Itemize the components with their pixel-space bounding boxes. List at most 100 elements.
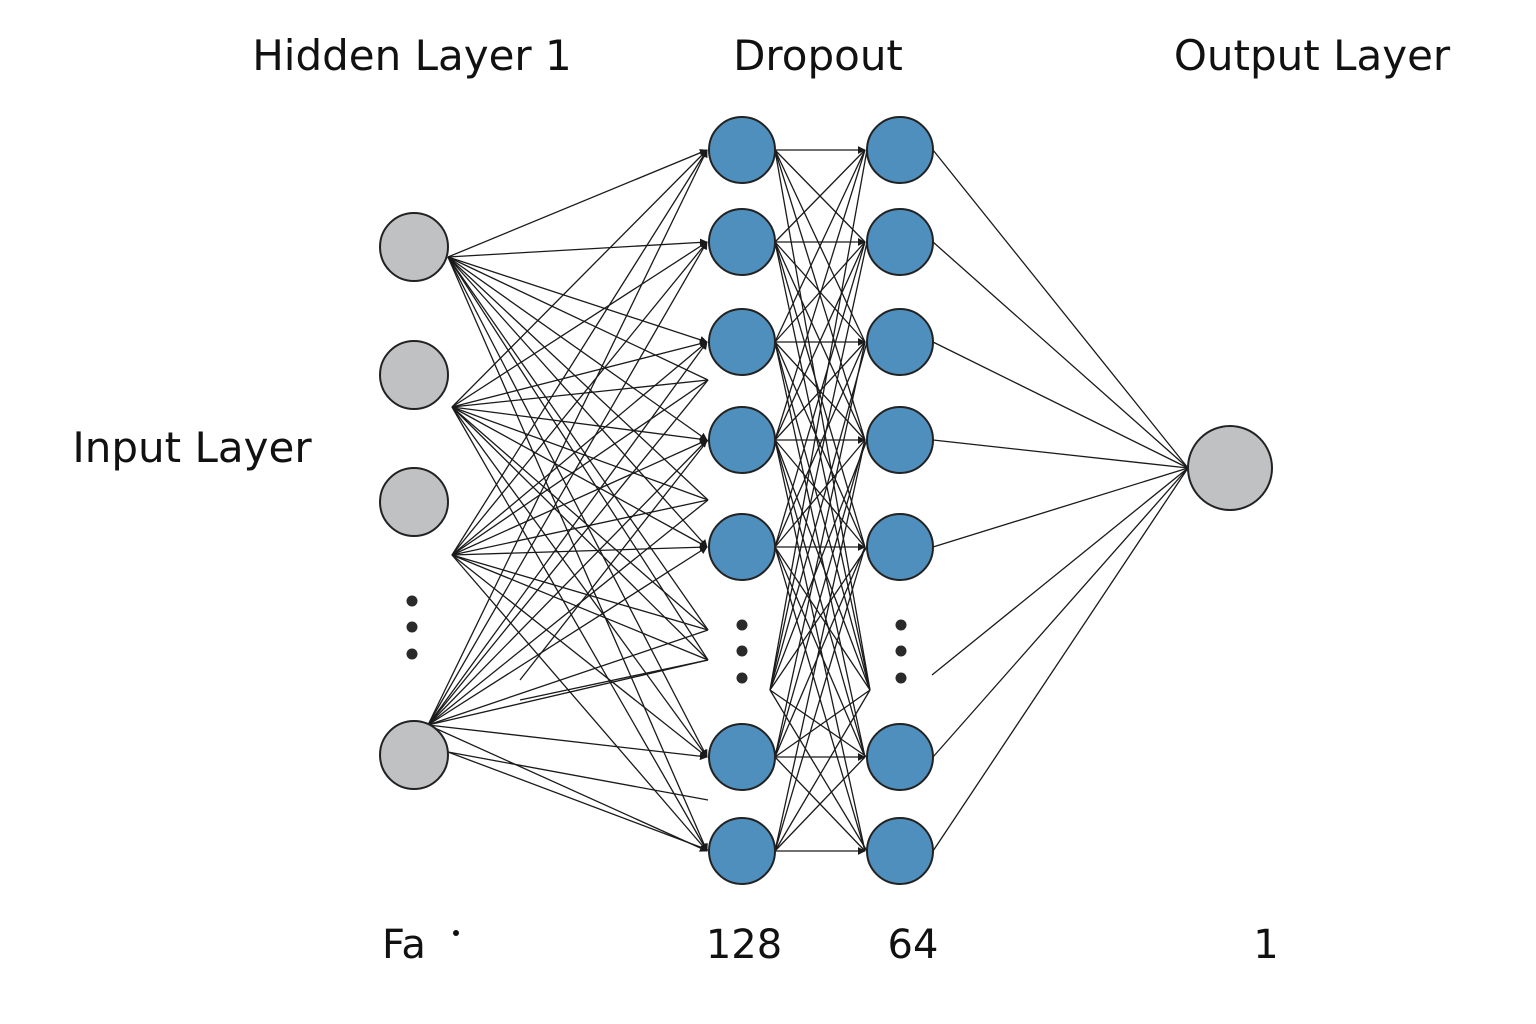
edge-input-0-to-h1-1	[447, 238, 708, 258]
input-layer-title: Input Layer	[72, 423, 312, 472]
edge-input-2-to-h1-0	[451, 149, 708, 556]
edge-h2-6-to-output	[932, 467, 1189, 852]
edge-h2-5-to-output	[932, 467, 1189, 758]
edge-input-1-to-h1-1	[451, 241, 708, 408]
edge-input-0-to-h1-gap-1	[447, 256, 709, 501]
input-node-3	[379, 720, 449, 790]
edge-h1-gap-to-h2-0	[769, 149, 868, 691]
edge-input-3-to-h1-6	[427, 724, 708, 852]
dropout-ellipsis-dot-1	[895, 645, 907, 657]
edge-h1-gap-to-h2-2	[769, 341, 868, 691]
dropout-node-3	[866, 406, 934, 474]
edge-h1-3-to-h2-gap	[774, 439, 871, 691]
input-ellipsis-dot-0	[406, 595, 418, 607]
hidden-1-node-5	[708, 723, 776, 791]
edge-input-2-to-h1-1	[451, 241, 708, 556]
hidden-1-node-2	[708, 308, 776, 376]
edge-input-0-to-h1-gap-0	[447, 256, 709, 381]
edge-input-3-to-h1-0	[427, 149, 708, 726]
edge-h1-3-to-h2-2	[774, 341, 866, 441]
dropout-ellipsis-dot-0	[895, 619, 907, 631]
edge-h1-gap-to-h2-1	[769, 241, 868, 691]
nodes	[379, 116, 1273, 885]
hidden-1-node-3	[708, 406, 776, 474]
edge-h1-2-to-h2-0	[774, 149, 866, 343]
output-layer-title: Output Layer	[1174, 31, 1451, 80]
edge-input-3-lower-b	[447, 751, 709, 851]
edge-input-2-to-h1-3	[451, 439, 708, 556]
edge-h1-4-to-h2-3	[774, 439, 866, 548]
input-node-0	[379, 212, 449, 282]
input-node-1	[379, 340, 449, 410]
edge-input-0-to-h1-2	[447, 256, 708, 344]
edge-input-1-to-h1-gap-1	[451, 406, 709, 501]
edge-input-3-to-h1-4	[427, 546, 708, 726]
edge-h1-6-to-h2-3	[774, 439, 866, 852]
edge-input-0-to-h1-gap-2	[447, 256, 709, 631]
input-count-dot	[453, 930, 459, 936]
hidden-1-ellipsis-dot-1	[736, 645, 748, 657]
edge-h1-6-to-h2-5	[774, 756, 866, 852]
input-node-2	[379, 467, 449, 537]
input-ellipsis-dot-2	[406, 648, 418, 660]
edge-h1-1-to-h2-0	[774, 149, 866, 243]
edge-h2-2-to-output	[932, 341, 1189, 469]
edge-input-3-to-h1-gap-2	[427, 629, 709, 726]
dropout-title: Dropout	[733, 31, 903, 80]
edge-input-2-to-h1-gap-2	[451, 554, 709, 631]
edge-input-2-to-h1-gap-3	[451, 554, 709, 661]
edge-h1-4-to-h2-gap	[774, 546, 871, 691]
edge-input-0-to-h1-3	[447, 256, 708, 441]
edge-input-3-to-h1-5	[427, 724, 708, 761]
dropout-ellipsis-dot-2	[895, 672, 907, 684]
edge-h2-gap-to-output	[931, 467, 1189, 676]
edge-h1-5-to-h2-gap	[774, 689, 871, 758]
connections	[427, 146, 1189, 855]
edge-h1-gap-to-h2-6	[769, 689, 868, 852]
edge-cross-b	[519, 439, 709, 681]
dropout-node-1	[866, 208, 934, 276]
edge-h1-gap-to-h2-3	[769, 439, 868, 691]
hidden-1-node-1	[708, 208, 776, 276]
edge-h1-gap-to-h2-5	[769, 689, 868, 758]
edge-h1-2-to-h2-1	[774, 241, 866, 343]
edge-input-3-to-h1-gap-1	[427, 499, 709, 726]
edge-input-2-to-h1-gap-1	[451, 499, 709, 556]
hidden-1-node-6	[708, 817, 776, 885]
hidden-1-node-0	[708, 116, 776, 184]
edge-input-3-to-h1-2	[427, 341, 708, 726]
dropout-node-2	[866, 308, 934, 376]
hidden-1-ellipsis-dot-2	[736, 672, 748, 684]
edge-h1-3-to-h2-0	[774, 149, 866, 441]
output-node	[1187, 425, 1273, 511]
edge-h1-4-to-h2-2	[774, 341, 866, 548]
edge-input-3-lower-a	[447, 751, 709, 801]
ellipses	[406, 595, 907, 684]
hidden-1-node-4	[708, 513, 776, 581]
hidden-layer-1-title: Hidden Layer 1	[252, 31, 572, 80]
edge-input-0-to-h1-0	[447, 149, 708, 258]
dropout-node-6	[866, 817, 934, 885]
edge-input-2-to-h1-5	[451, 554, 708, 758]
edge-input-1-to-h1-5	[451, 406, 708, 758]
hidden-1-count-label: 128	[706, 922, 782, 968]
edge-input-3-to-h1-gap-3	[427, 659, 709, 726]
dropout-count-label: 64	[888, 922, 939, 968]
edge-input-0-to-h1-4	[447, 256, 708, 548]
input-ellipsis-dot-1	[406, 621, 418, 633]
edge-input-1-to-h1-gap-2	[451, 406, 709, 631]
edge-input-2-to-h1-6	[451, 554, 708, 852]
dropout-node-0	[866, 116, 934, 184]
edge-h1-1-to-h2-gap	[774, 241, 871, 691]
edge-input-1-to-h1-gap-3	[451, 406, 709, 661]
input-count-label: Fa	[382, 922, 426, 968]
edge-h1-2-to-h2-gap	[774, 341, 871, 691]
edge-h1-6-to-h2-4	[774, 546, 866, 852]
edge-h1-6-to-h2-gap	[774, 689, 871, 852]
edge-input-0-to-h1-5	[447, 256, 708, 758]
hidden-1-ellipsis-dot-0	[736, 619, 748, 631]
edge-h1-5-to-h2-2	[774, 341, 866, 758]
edge-cross-a	[519, 659, 709, 701]
